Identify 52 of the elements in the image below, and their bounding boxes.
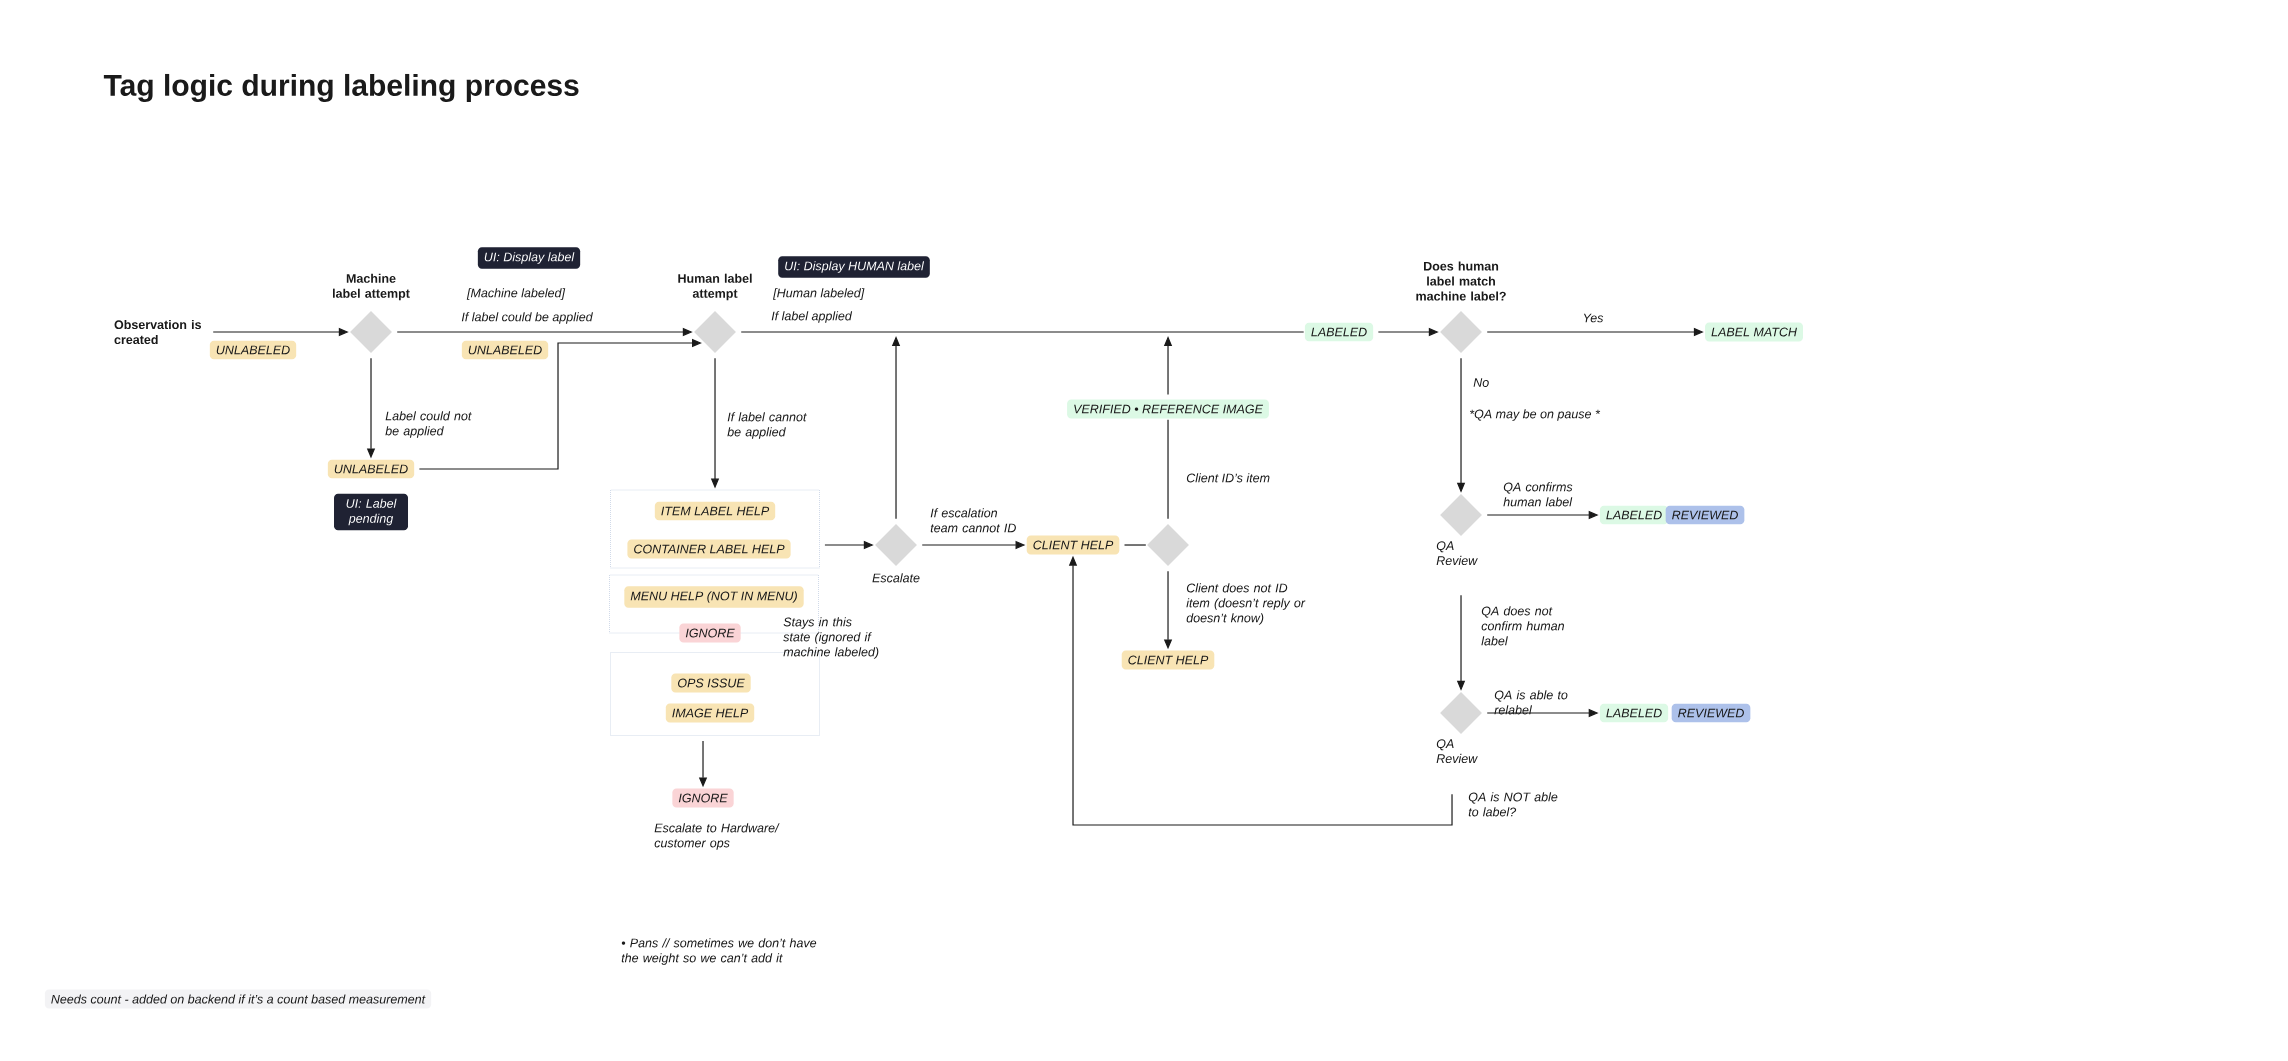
status-tag: CLIENT HELP [1026, 535, 1120, 555]
decision-diamond [1147, 524, 1189, 566]
edge-label: QA is able to relabel [1494, 690, 1568, 715]
node-caption: Escalate to Hardware/ customer ops [654, 823, 780, 850]
edge-label: If label applied [771, 311, 853, 323]
status-tag: UNLABELED [461, 340, 549, 360]
status-tag: CLIENT HELP [1121, 650, 1215, 670]
node-caption: QA Review [1436, 541, 1478, 566]
edge-label: QA is NOT able to label? [1468, 792, 1558, 817]
start-text: Observation is created [114, 319, 202, 345]
edge-label: If label cannot be applied [727, 412, 807, 439]
status-tag: REVIEWED [1671, 703, 1751, 723]
decision-label: Human label attempt [678, 273, 752, 301]
decision-label: Does human label match machine label? [1416, 261, 1506, 301]
edge-label: Label could not be applied [385, 411, 472, 438]
status-tag: REVIEWED [1665, 505, 1745, 525]
edge-label: Client does not ID item (doesn’t reply or doesn’t know) [1186, 583, 1306, 625]
annotation-text: Stays in this state (ignored if machine labeled) [783, 617, 879, 659]
status-tag: LABELED [1599, 505, 1669, 525]
status-tag: UNLABELED [327, 459, 415, 479]
edge-label: If label could be applied [461, 312, 593, 324]
status-tag: VERIFIED • REFERENCE IMAGE [1067, 399, 1269, 419]
edge-label: Yes [1583, 313, 1604, 323]
status-tag: MENU HELP (NOT IN MENU) [624, 586, 804, 608]
status-tag: ITEM LABEL HELP [654, 501, 776, 521]
note-box: Needs count - added on backend if it’s a count based measurement [44, 989, 432, 1009]
ui-note-box: UI: Label pending [334, 493, 408, 531]
ui-note-box: UI: Display label [477, 247, 581, 269]
node-caption: [Machine labeled] [466, 288, 566, 300]
edge-label: QA confirms human label [1503, 482, 1573, 507]
edge-label: Client ID’s item [1186, 473, 1270, 483]
edge-label: QA does not confirm human label [1481, 606, 1564, 646]
edge-label: If escalation team cannot ID [930, 508, 1016, 533]
status-tag: IGNORE [672, 788, 734, 808]
node-caption: Escalate [872, 573, 920, 583]
node-caption: QA Review [1436, 739, 1478, 764]
ui-note-box: UI: Display HUMAN label [778, 256, 930, 278]
title: Tag logic during labeling process [103, 73, 579, 103]
status-tag: UNLABELED [209, 340, 297, 360]
edge-label: No [1473, 378, 1489, 387]
status-tag: IMAGE HELP [665, 703, 755, 723]
status-tag: LABEL MATCH [1705, 322, 1803, 342]
annotation-text: *QA may be on pause * [1469, 409, 1601, 421]
status-tag: IGNORE [679, 623, 741, 643]
status-tag: OPS ISSUE [671, 673, 751, 693]
decision-label: Machine label attempt [333, 273, 410, 301]
status-tag: LABELED [1304, 322, 1374, 342]
node-caption: [Human labeled] [773, 288, 865, 300]
bullet-note: • Pans // sometimes we don’t have the weight so we can’t add it [621, 938, 817, 965]
status-tag: LABELED [1599, 703, 1669, 723]
group-box [610, 489, 820, 569]
status-tag: CONTAINER LABEL HELP [627, 539, 791, 559]
